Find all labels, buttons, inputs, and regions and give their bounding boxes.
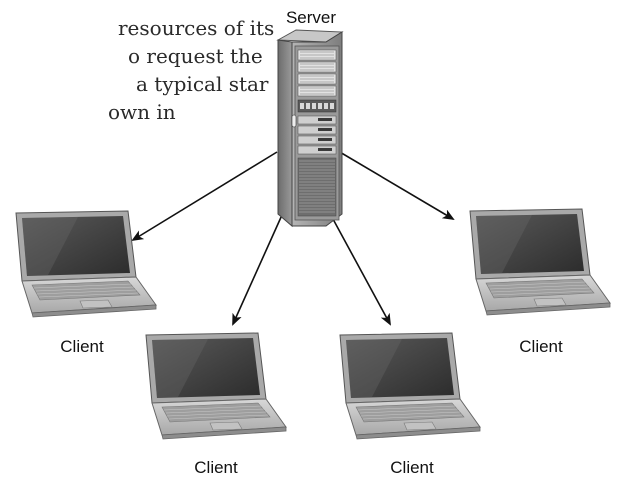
arrow-to-client-right [332,147,455,221]
arrow-to-client-left [131,151,278,242]
client-bottom-left-label: Client [194,458,238,477]
client-right-laptop-icon [469,208,611,316]
connection-arrows [131,147,455,326]
server-tower-icon [276,29,344,228]
body-text-line-3: a typical star [136,72,269,96]
client-bottom-right-label: Client [390,458,434,477]
arrow-to-client-bottom-left [232,214,283,326]
client-bottom-left-laptop-icon [145,332,287,440]
arrow-to-client-bottom-right [326,207,391,326]
server-label: Server [285,8,337,27]
body-text-line-4: own in [108,100,176,124]
client-right-label: Client [519,337,563,356]
body-text-line-1: resources of its [118,16,275,40]
client-bottom-right-laptop-icon [339,332,481,440]
client-left-label: Client [60,337,104,356]
client-left-laptop-icon [15,210,157,318]
body-text-line-2: o request the [128,44,263,68]
